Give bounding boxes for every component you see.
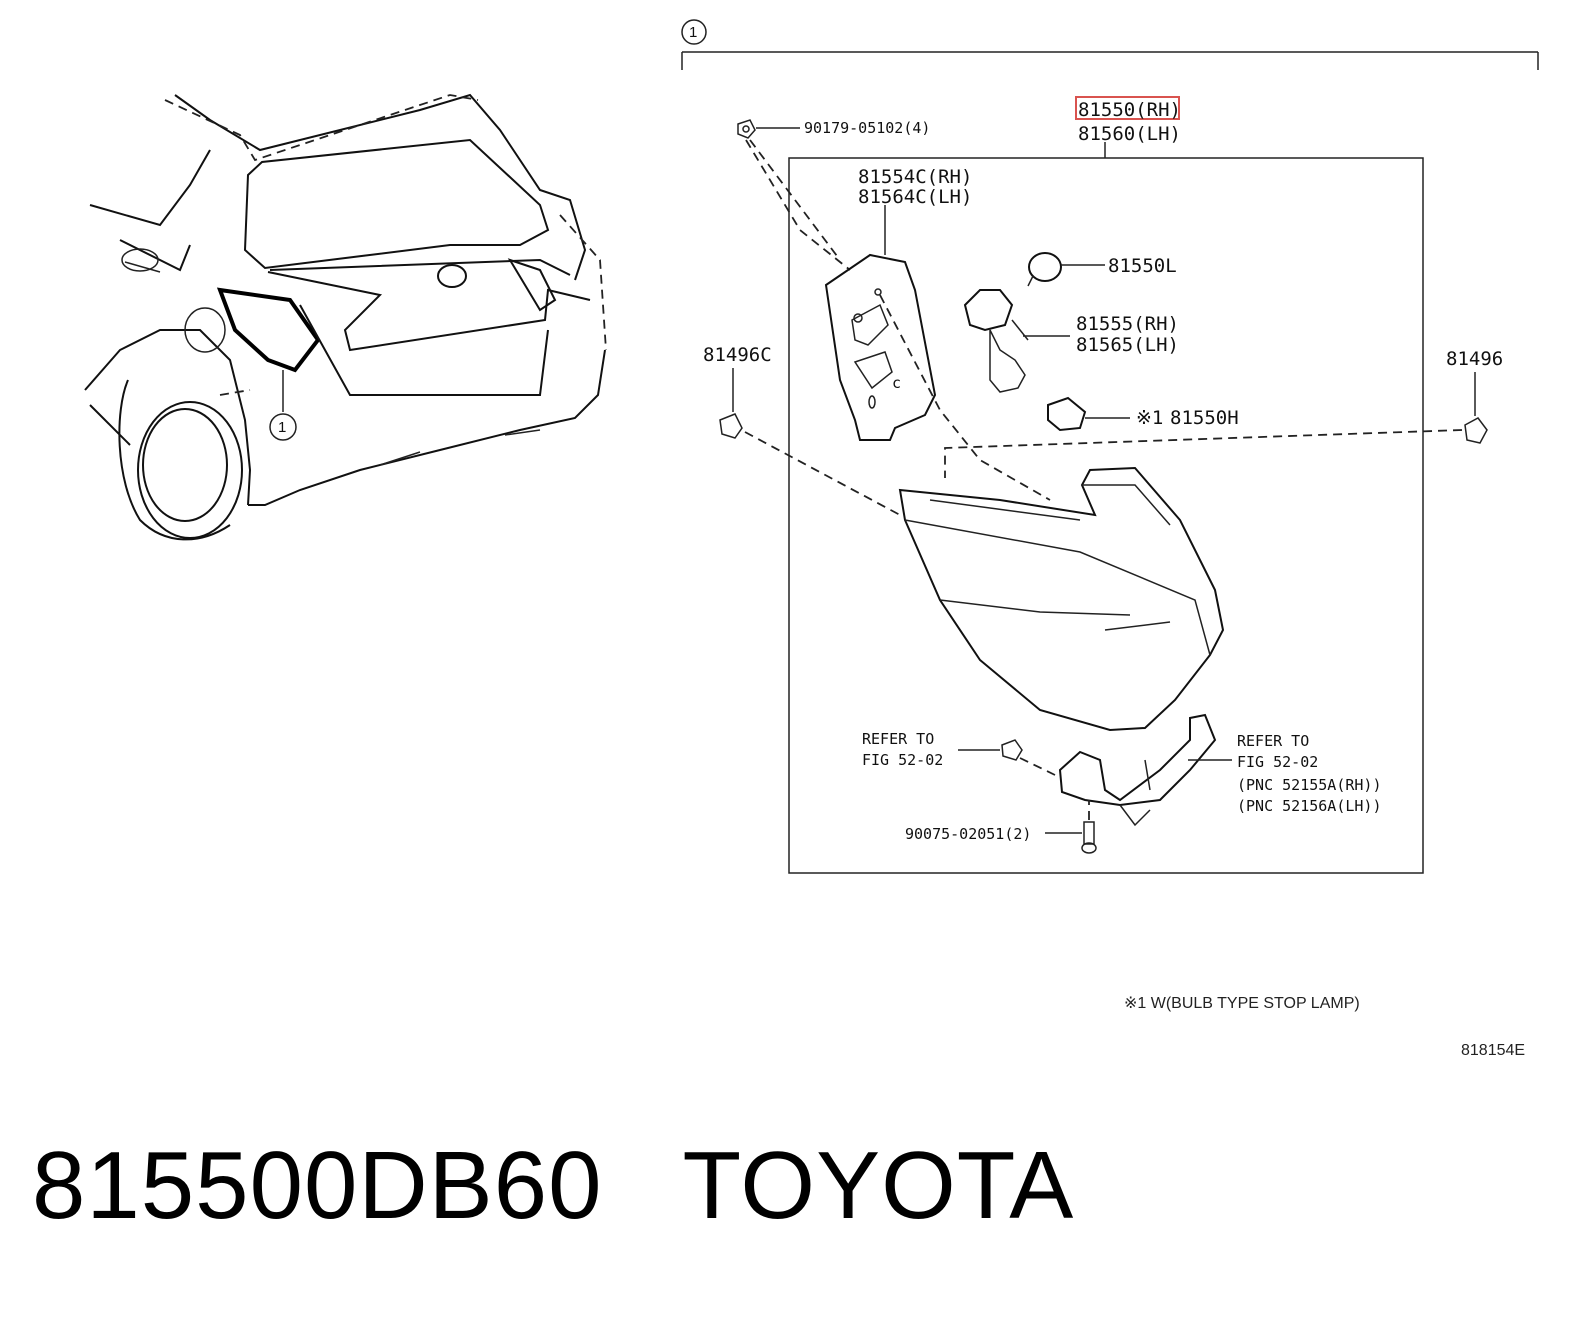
label-81550-rh[interactable]: 81550(RH) (1078, 99, 1181, 121)
label-81554c-rh[interactable]: 81554C(RH) (858, 166, 972, 188)
label-pnc-lh[interactable]: (PNC 52156A(LH)) (1237, 797, 1382, 815)
clip-81496c-icon (719, 413, 743, 439)
label-81496c[interactable]: 81496C (703, 344, 772, 366)
label-81550h-prefix: ※1 (1136, 407, 1163, 429)
clip-81496-icon (1464, 417, 1488, 444)
screw-90075-icon (1081, 821, 1097, 854)
label-refer-left-2[interactable]: FIG 52-02 (862, 751, 943, 769)
assembly-callout-label: 1 (689, 24, 697, 41)
part-number: 815500DB60 (32, 1132, 603, 1239)
highlight-box (1075, 96, 1180, 120)
label-refer-right-1: REFER TO (1237, 732, 1309, 750)
label-81555-rh[interactable]: 81555(RH) (1076, 313, 1179, 335)
label-81496[interactable]: 81496 (1446, 348, 1503, 370)
socket-81555-icon (963, 289, 1029, 393)
label-90075[interactable]: 90075-02051(2) (905, 825, 1031, 843)
socket-plate-drawing: c (824, 253, 937, 441)
label-refer-right-2[interactable]: FIG 52-02 (1237, 753, 1318, 771)
label-pnc-rh[interactable]: (PNC 52155A(RH)) (1237, 776, 1382, 794)
assembly-bracket: 1 (681, 19, 1539, 70)
bulb-81550l-icon (1027, 252, 1062, 287)
car-rear-illustration: 1 (84, 93, 607, 541)
footnote: ※1 W(BULB TYPE STOP LAMP) (1124, 995, 1360, 1012)
lower-bracket-drawing (1058, 713, 1217, 827)
bulb-81550h-icon (1047, 396, 1087, 432)
clip-90179-icon (737, 119, 756, 139)
tail-lamp-lens-drawing (898, 466, 1225, 732)
callout-1-circle (269, 413, 297, 441)
label-refer-left-1: REFER TO (862, 730, 934, 748)
label-81564c-lh[interactable]: 81564C(LH) (858, 186, 972, 208)
plate-marking-c: c (892, 374, 901, 392)
figure-code: 818154E (1461, 1042, 1525, 1059)
label-81565-lh[interactable]: 81565(LH) (1076, 334, 1179, 356)
label-81550h[interactable]: 81550H (1170, 407, 1239, 429)
clip-refer-icon (1001, 739, 1023, 761)
assembly-callout-circle (681, 19, 707, 45)
label-90179[interactable]: 90179-05102(4) (804, 119, 930, 137)
lamp-assembly-box (788, 157, 1424, 874)
label-81550l[interactable]: 81550L (1108, 255, 1177, 277)
label-81560-lh[interactable]: 81560(LH) (1078, 123, 1181, 145)
brand-name: TOYOTA (682, 1132, 1075, 1239)
callout-1-label: 1 (278, 419, 286, 436)
